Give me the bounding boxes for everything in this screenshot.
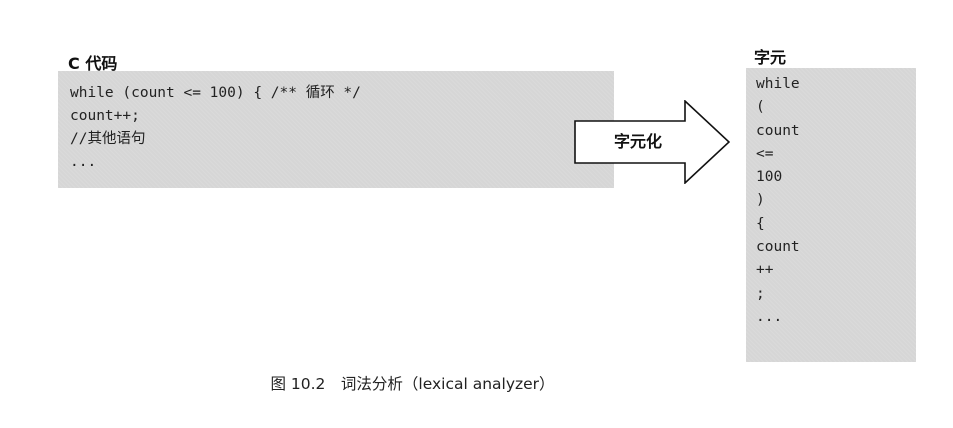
tokenize-arrow-label: 字元化 (613, 132, 662, 151)
token-item: ; (756, 285, 765, 302)
c-code-panel: while (count <= 100) { /** 循环 */ count++… (58, 71, 614, 188)
c-code-title: C 代码 (68, 54, 118, 73)
token-item: count (756, 122, 800, 139)
code-line: //其他语句 (70, 131, 146, 147)
token-item: { (756, 215, 765, 232)
token-item: 100 (756, 169, 783, 186)
token-item: ... (756, 308, 783, 325)
figure-caption: 图 10.2 词法分析（lexical analyzer） (270, 375, 555, 393)
token-title: 字元 (754, 48, 787, 67)
token-item: ) (756, 192, 765, 209)
code-line: count++; (70, 108, 140, 124)
token-item: ++ (756, 262, 774, 279)
token-item: while (756, 76, 800, 92)
code-line: ... (70, 154, 97, 170)
token-item: ( (756, 99, 765, 116)
token-item: <= (756, 145, 774, 162)
arrow-shape (574, 100, 730, 184)
token-item: count (756, 239, 800, 256)
code-line: while (count <= 100) { /** 循环 */ (70, 85, 361, 101)
tokenize-arrow (574, 100, 730, 184)
token-panel: while ( count <= 100 ) { count ++ ; ... (746, 68, 916, 362)
